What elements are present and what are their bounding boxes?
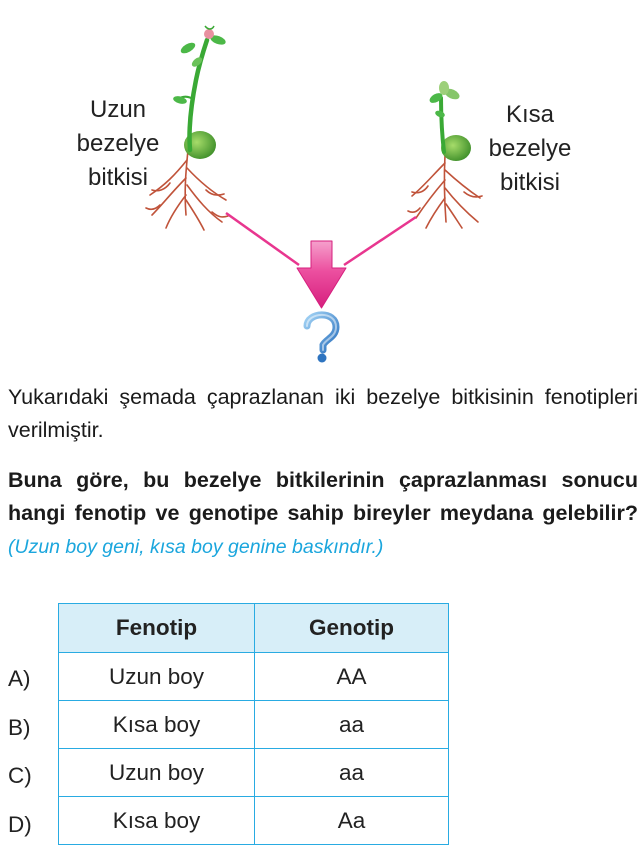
- tall-plant-roots: [145, 149, 229, 231]
- header-fenotip: Fenotip: [58, 603, 255, 653]
- tall-plant-stem: [187, 37, 210, 153]
- tall-plant-label-line-3: bitkisi: [87, 164, 148, 191]
- question-paragraph: Buna göre, bu bezelye bitkilerinin çapra…: [8, 464, 638, 564]
- question-mark-icon: [303, 311, 340, 363]
- down-arrow-icon: [296, 240, 347, 309]
- short-plant-seed: [441, 135, 471, 161]
- right-cross-line: [343, 215, 417, 267]
- tall-plant-label: Uzun bezelye bitkisi: [62, 93, 174, 195]
- table-row[interactable]: Uzun boy AA: [58, 652, 449, 701]
- short-plant-roots: [407, 154, 483, 229]
- table-row[interactable]: Uzun boy aa: [58, 748, 449, 797]
- fenotip-cell: Kısa boy: [58, 796, 255, 845]
- tall-plant-label-line-2: bezelye: [76, 130, 160, 157]
- question-hint: (Uzun boy geni, kısa boy genine baskındı…: [8, 536, 384, 558]
- genotip-cell: AA: [254, 652, 449, 701]
- fenotip-cell: Uzun boy: [58, 748, 255, 797]
- left-cross-line: [225, 211, 300, 267]
- tall-pea-plant: [145, 25, 229, 231]
- answer-table: Fenotip Genotip Uzun boy AA Kısa boy aa …: [58, 603, 449, 845]
- tall-plant-seed: [184, 131, 216, 159]
- genotip-cell: aa: [254, 748, 449, 797]
- table-header-row: Fenotip Genotip: [58, 603, 449, 653]
- genotip-cell: Aa: [254, 796, 449, 845]
- short-plant-label-line-3: bitkisi: [499, 169, 560, 196]
- fenotip-cell: Kısa boy: [58, 700, 255, 749]
- question-text: Buna göre, bu bezelye bitkilerinin çapra…: [8, 468, 638, 525]
- header-genotip: Genotip: [254, 603, 449, 653]
- option-c-letter[interactable]: C): [8, 763, 32, 788]
- short-plant-stem: [439, 96, 446, 154]
- short-plant-label: Kısa bezelye bitkisi: [476, 98, 584, 200]
- fenotip-cell: Uzun boy: [58, 652, 255, 701]
- table-row[interactable]: Kısa boy Aa: [58, 796, 449, 845]
- option-d-letter[interactable]: D): [8, 812, 32, 837]
- short-plant-label-line-2: bezelye: [488, 135, 572, 162]
- genotip-cell: aa: [254, 700, 449, 749]
- short-plant-label-line-1: Kısa: [505, 101, 555, 128]
- option-a-letter[interactable]: A): [8, 666, 31, 691]
- option-b-letter[interactable]: B): [8, 715, 31, 740]
- table-row[interactable]: Kısa boy aa: [58, 700, 449, 749]
- tall-plant-label-line-1: Uzun: [89, 96, 147, 123]
- short-pea-plant: [407, 81, 483, 229]
- intro-paragraph: Yukarıdaki şemada çaprazlanan iki bezely…: [8, 385, 638, 442]
- cross-diagram: [145, 25, 483, 363]
